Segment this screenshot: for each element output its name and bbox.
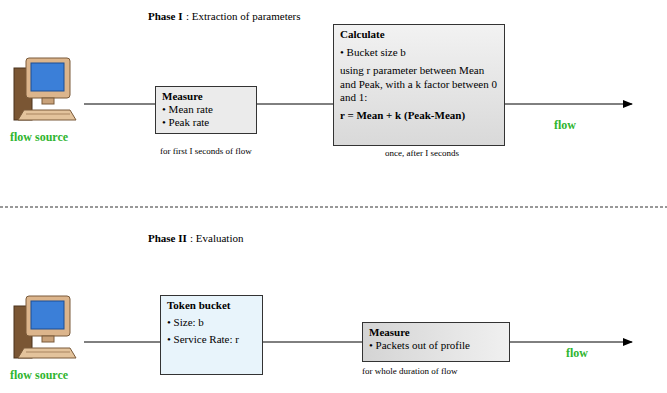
connector-line bbox=[263, 342, 362, 343]
process-box: Calculate • Bucket size b using r paramete… bbox=[333, 24, 505, 146]
computer-icon bbox=[14, 58, 76, 120]
flow-label: flow bbox=[554, 118, 576, 132]
connector-line bbox=[84, 104, 155, 105]
flow-source: flow source bbox=[10, 296, 84, 392]
computer-icon bbox=[14, 296, 76, 358]
box-text: • Mean rate bbox=[162, 103, 250, 116]
phase-title: Phase I bbox=[148, 10, 183, 23]
box-text: • Size: b bbox=[167, 316, 256, 329]
flow-label: flow bbox=[566, 346, 588, 360]
connector-line bbox=[84, 342, 160, 343]
note: for whole duration of flow bbox=[362, 366, 457, 377]
box-text: • Peak rate bbox=[162, 116, 250, 129]
connector-line bbox=[257, 104, 333, 105]
phase-separator bbox=[0, 207, 667, 208]
note: once, after I seconds bbox=[385, 148, 459, 159]
flow-arrow bbox=[510, 342, 632, 343]
box-heading: Measure bbox=[162, 90, 250, 103]
box-heading: Measure bbox=[369, 326, 503, 339]
box-text: • Service Rate: r bbox=[167, 333, 256, 346]
box-text: using r parameter between Mean and Peak,… bbox=[340, 64, 498, 104]
source-label: flow source bbox=[10, 130, 84, 144]
phase-title: : Extraction of parameters bbox=[186, 10, 301, 23]
box-text: • Packets out of profile bbox=[369, 339, 503, 352]
source-label: flow source bbox=[10, 368, 84, 382]
box-heading: Token bucket bbox=[167, 299, 256, 312]
flow-source: flow source bbox=[10, 58, 84, 154]
box-text: • Bucket size b bbox=[340, 46, 498, 59]
phase-title: : Evaluation bbox=[190, 232, 243, 245]
note: for first I seconds of flow bbox=[160, 146, 252, 157]
process-box: Token bucket • Size: b • Service Rate: r bbox=[160, 295, 263, 375]
process-box: Measure• Mean rate• Peak rate bbox=[155, 86, 257, 134]
process-box: Measure• Packets out of profile bbox=[362, 322, 510, 362]
phase-title: Phase II bbox=[148, 232, 187, 245]
box-text: r = Mean + k (Peak-Mean) bbox=[340, 109, 498, 122]
box-heading: Calculate bbox=[340, 28, 498, 41]
flow-arrow bbox=[505, 104, 632, 105]
